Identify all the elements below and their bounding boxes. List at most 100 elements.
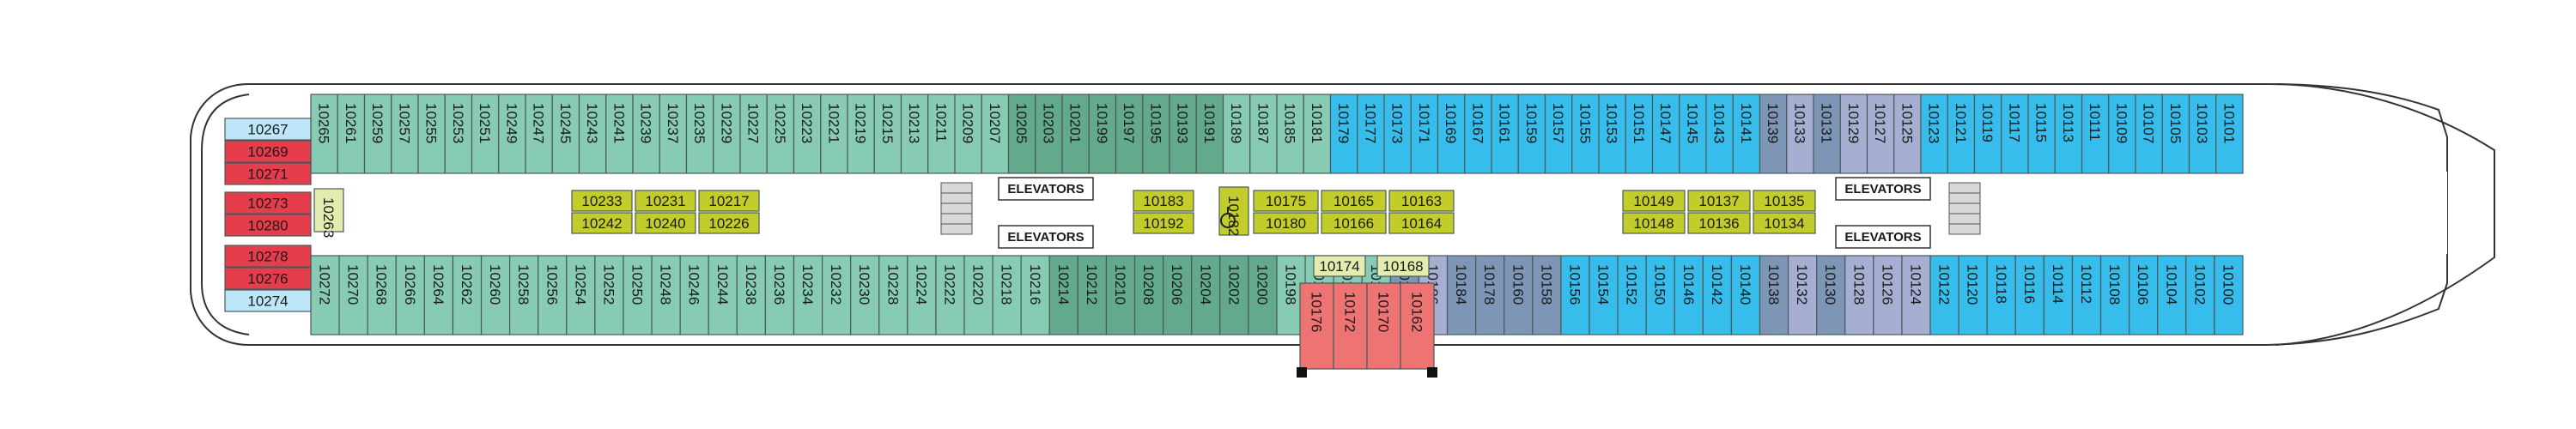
elevator-label-fwd-lower[interactable]: ELEVATORS <box>1835 225 1931 249</box>
cabin-10276[interactable]: 10276 <box>224 267 312 290</box>
cabin-10211[interactable]: 10211 <box>927 94 956 174</box>
cabin-10233[interactable]: 10233 <box>571 190 633 212</box>
cabin-10216[interactable]: 10216 <box>1020 255 1050 335</box>
cabin-10252[interactable]: 10252 <box>594 255 624 335</box>
cabin-10122[interactable]: 10122 <box>1929 255 1959 335</box>
cabin-10172[interactable]: 10172 <box>1333 282 1368 370</box>
cabin-10265[interactable]: 10265 <box>310 94 338 174</box>
cabin-10269[interactable]: 10269 <box>224 140 312 163</box>
cabin-10114[interactable]: 10114 <box>2043 255 2074 335</box>
cabin-10100[interactable]: 10100 <box>2214 255 2244 335</box>
cabin-10156[interactable]: 10156 <box>1560 255 1590 335</box>
cabin-10105[interactable]: 10105 <box>2161 94 2190 174</box>
cabin-10142[interactable]: 10142 <box>1702 255 1733 335</box>
cabin-10179[interactable]: 10179 <box>1329 94 1358 174</box>
cabin-10141[interactable]: 10141 <box>1732 94 1761 174</box>
cabin-10152[interactable]: 10152 <box>1617 255 1647 335</box>
cabin-10147[interactable]: 10147 <box>1651 94 1680 174</box>
cabin-10132[interactable]: 10132 <box>1787 255 1818 335</box>
cabin-10210[interactable]: 10210 <box>1105 255 1136 335</box>
cabin-10161[interactable]: 10161 <box>1491 94 1519 174</box>
cabin-10249[interactable]: 10249 <box>498 94 526 174</box>
cabin-10183[interactable]: 10183 <box>1133 190 1194 212</box>
cabin-10195[interactable]: 10195 <box>1142 94 1170 174</box>
cabin-10119[interactable]: 10119 <box>1973 94 2002 174</box>
cabin-10271[interactable]: 10271 <box>224 162 312 185</box>
cabin-10218[interactable]: 10218 <box>992 255 1022 335</box>
cabin-10104[interactable]: 10104 <box>2157 255 2187 335</box>
cabin-10234[interactable]: 10234 <box>793 255 823 335</box>
cabin-10243[interactable]: 10243 <box>578 94 607 174</box>
cabin-10151[interactable]: 10151 <box>1625 94 1654 174</box>
cabin-10116[interactable]: 10116 <box>2014 255 2044 335</box>
cabin-10171[interactable]: 10171 <box>1410 94 1439 174</box>
cabin-10232[interactable]: 10232 <box>821 255 852 335</box>
cabin-10221[interactable]: 10221 <box>820 94 848 174</box>
cabin-10121[interactable]: 10121 <box>1947 94 1976 174</box>
cabin-10111[interactable]: 10111 <box>2081 94 2110 174</box>
cabin-10139[interactable]: 10139 <box>1759 94 1788 174</box>
cabin-10244[interactable]: 10244 <box>708 255 738 335</box>
cabin-10102[interactable]: 10102 <box>2185 255 2215 335</box>
cabin-10206[interactable]: 10206 <box>1163 255 1193 335</box>
cabin-10256[interactable]: 10256 <box>538 255 568 335</box>
cabin-10267[interactable]: 10267 <box>224 118 312 141</box>
cabin-10177[interactable]: 10177 <box>1357 94 1385 174</box>
cabin-10213[interactable]: 10213 <box>900 94 929 174</box>
cabin-10118[interactable]: 10118 <box>1986 255 2016 335</box>
elevator-label-aft-upper[interactable]: ELEVATORS <box>998 177 1094 201</box>
cabin-10181[interactable]: 10181 <box>1303 94 1332 174</box>
cabin-10214[interactable]: 10214 <box>1048 255 1078 335</box>
cabin-10235[interactable]: 10235 <box>685 94 714 174</box>
elevator-label-aft-lower[interactable]: ELEVATORS <box>998 225 1094 249</box>
cabin-10240[interactable]: 10240 <box>635 212 696 234</box>
cabin-10228[interactable]: 10228 <box>878 255 908 335</box>
cabin-10242[interactable]: 10242 <box>571 212 633 234</box>
cabin-10255[interactable]: 10255 <box>417 94 446 174</box>
cabin-10203[interactable]: 10203 <box>1035 94 1063 174</box>
elevator-label-fwd-upper[interactable]: ELEVATORS <box>1835 177 1931 201</box>
cabin-10272[interactable]: 10272 <box>310 255 340 335</box>
cabin-10107[interactable]: 10107 <box>2135 94 2163 174</box>
cabin-10146[interactable]: 10146 <box>1674 255 1704 335</box>
cabin-10251[interactable]: 10251 <box>471 94 500 174</box>
cabin-10103[interactable]: 10103 <box>2188 94 2217 174</box>
cabin-10164[interactable]: 10164 <box>1388 212 1455 234</box>
cabin-10153[interactable]: 10153 <box>1598 94 1626 174</box>
cabin-10204[interactable]: 10204 <box>1191 255 1221 335</box>
cabin-10238[interactable]: 10238 <box>736 255 767 335</box>
cabin-10187[interactable]: 10187 <box>1249 94 1278 174</box>
cabin-10113[interactable]: 10113 <box>2054 94 2083 174</box>
cabin-10263[interactable]: 10263 <box>313 188 344 238</box>
cabin-10174[interactable]: 10174 <box>1313 255 1366 277</box>
cabin-10126[interactable]: 10126 <box>1873 255 1903 335</box>
cabin-10201[interactable]: 10201 <box>1061 94 1090 174</box>
cabin-10266[interactable]: 10266 <box>395 255 425 335</box>
cabin-10160[interactable]: 10160 <box>1504 255 1534 335</box>
cabin-10241[interactable]: 10241 <box>605 94 634 174</box>
cabin-10167[interactable]: 10167 <box>1464 94 1492 174</box>
cabin-10212[interactable]: 10212 <box>1077 255 1108 335</box>
cabin-10180[interactable]: 10180 <box>1253 212 1319 234</box>
cabin-10154[interactable]: 10154 <box>1589 255 1619 335</box>
cabin-10220[interactable]: 10220 <box>963 255 993 335</box>
cabin-10229[interactable]: 10229 <box>713 94 741 174</box>
cabin-10106[interactable]: 10106 <box>2129 255 2159 335</box>
cabin-10257[interactable]: 10257 <box>391 94 419 174</box>
cabin-10217[interactable]: 10217 <box>698 190 760 212</box>
cabin-10185[interactable]: 10185 <box>1276 94 1304 174</box>
cabin-10262[interactable]: 10262 <box>452 255 483 335</box>
cabin-10268[interactable]: 10268 <box>367 255 397 335</box>
cabin-10260[interactable]: 10260 <box>480 255 511 335</box>
cabin-10182[interactable]: 10182 <box>1218 186 1249 236</box>
cabin-10127[interactable]: 10127 <box>1866 94 1895 174</box>
cabin-10128[interactable]: 10128 <box>1844 255 1874 335</box>
cabin-10166[interactable]: 10166 <box>1321 212 1387 234</box>
cabin-10123[interactable]: 10123 <box>1920 94 1948 174</box>
cabin-10135[interactable]: 10135 <box>1753 190 1816 212</box>
cabin-10223[interactable]: 10223 <box>793 94 822 174</box>
cabin-10173[interactable]: 10173 <box>1383 94 1412 174</box>
cabin-10207[interactable]: 10207 <box>981 94 1010 174</box>
cabin-10248[interactable]: 10248 <box>651 255 681 335</box>
cabin-10155[interactable]: 10155 <box>1571 94 1600 174</box>
